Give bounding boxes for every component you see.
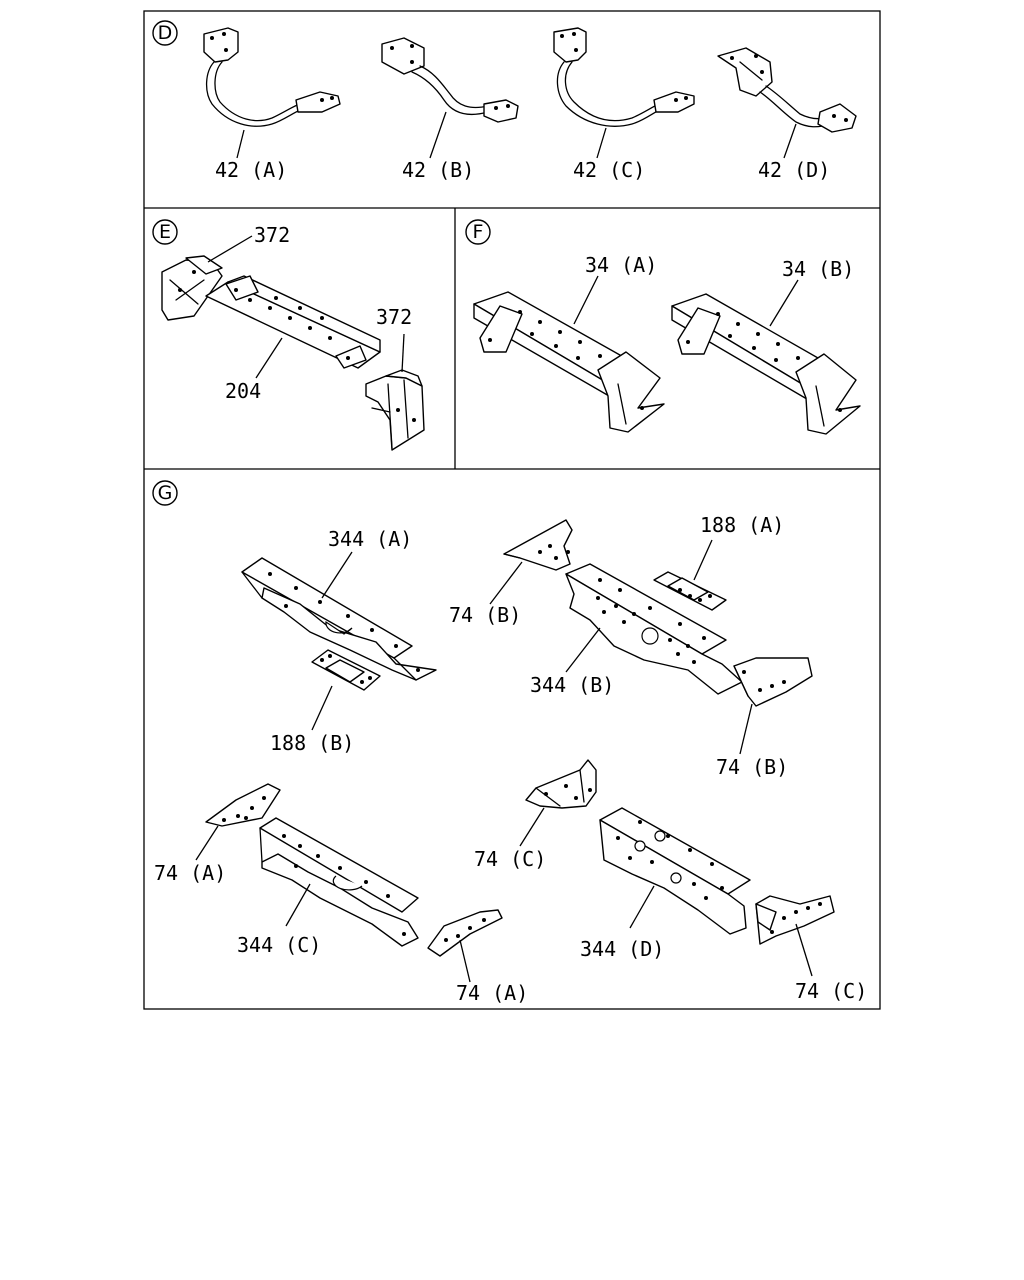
part-372-right-bracket [365,369,425,451]
part-74a-left [205,783,281,827]
callout-204: 204 [225,379,261,403]
section-g-letter: G [158,482,173,504]
part-344d [599,807,751,935]
callout-372-right: 372 [376,305,412,329]
section-f-letter: F [473,221,484,243]
callout-344c: 344 (C) [237,933,321,957]
callout-42a: 42 (A) [215,158,287,182]
part-34b [671,293,861,435]
part-34a [473,291,665,433]
section-d-letter: D [158,22,173,44]
part-344c [259,817,419,947]
section-e: E 372 204 [152,219,425,451]
callout-74a-left: 74 (A) [154,861,226,885]
callout-42b: 42 (B) [402,158,474,182]
callout-74c-right: 74 (C) [795,979,867,1003]
callout-344b: 344 (B) [530,673,614,697]
section-d-marker: D [152,20,178,46]
part-74b-left [503,519,573,571]
part-344a [241,557,437,681]
section-g: G 344 (A) 188 (B) [152,480,867,1005]
part-74b-right [733,657,813,707]
part-344b [565,563,743,695]
part-42a [203,27,341,127]
part-204-cross-member [205,275,381,369]
callout-74b-left: 74 (B) [449,603,521,627]
part-372-left-bracket [161,255,223,321]
callout-74a-bottom: 74 (A) [456,981,528,1005]
callout-42c: 42 (C) [573,158,645,182]
callout-74b-right: 74 (B) [716,755,788,779]
part-188b [311,649,381,691]
diagram-frame [143,10,881,1010]
callout-344d: 344 (D) [580,937,664,961]
callout-74c-top: 74 (C) [474,847,546,871]
callout-42d: 42 (D) [758,158,830,182]
section-g-marker: G [152,480,178,506]
part-74c-top [525,759,597,809]
section-e-letter: E [159,221,171,243]
section-f-marker: F [465,219,491,245]
part-42d [717,47,857,133]
callout-344a: 344 (A) [328,527,412,551]
callout-34b: 34 (B) [782,257,854,281]
part-74a-bottom [427,909,503,957]
part-74c-right [755,895,835,945]
section-e-marker: E [152,219,178,245]
part-188a [653,571,727,611]
callout-188b: 188 (B) [270,731,354,755]
part-42c [553,27,695,127]
callout-188a: 188 (A) [700,513,784,537]
section-f: F 34 (A) [465,219,861,435]
callout-34a: 34 (A) [585,253,657,277]
part-42b [381,37,519,123]
callout-372-top: 372 [254,223,290,247]
section-d: D 42 (A) 42 (B) [152,20,857,182]
